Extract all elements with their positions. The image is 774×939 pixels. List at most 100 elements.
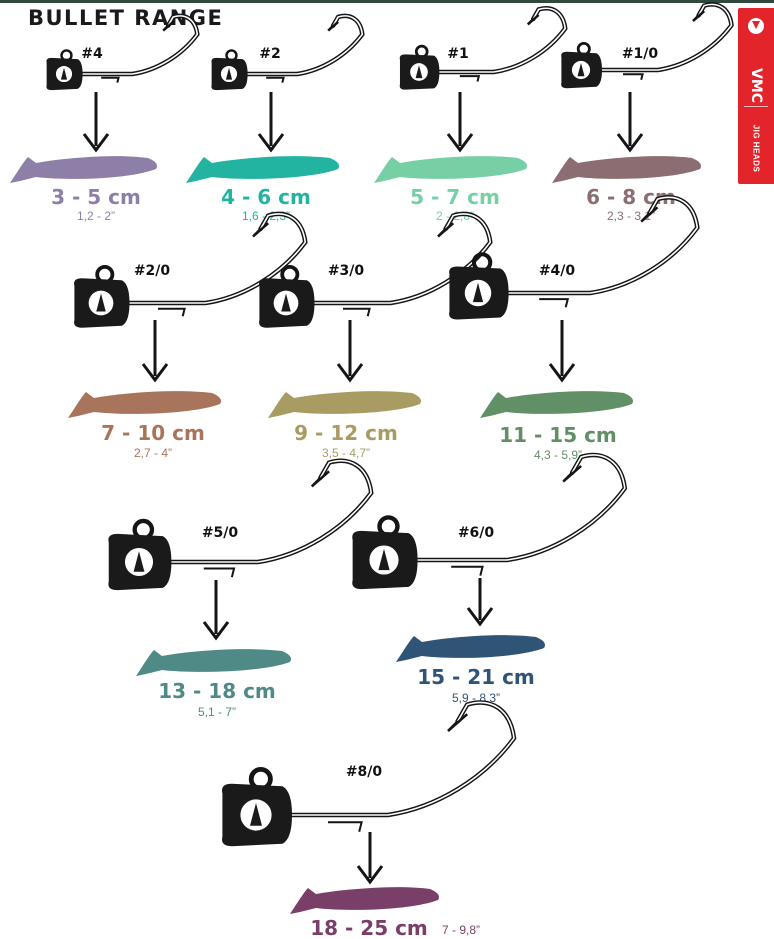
hook-barb	[310, 470, 330, 488]
bait-keeper	[539, 298, 570, 308]
bait-keeper	[203, 567, 236, 578]
hook-wire-highlight	[255, 701, 515, 816]
inch-range-label: 7 - 9,8”	[442, 923, 480, 937]
hook-wire-highlight	[285, 213, 492, 304]
soft-bait-shad	[10, 156, 157, 183]
hook-size-label: #1/0	[622, 46, 659, 62]
jig-eye-pupil	[60, 67, 68, 80]
hook-wire-highlight	[228, 15, 364, 75]
arrow-down-icon	[336, 363, 364, 383]
hook-barb	[437, 222, 455, 238]
arrow-down-icon	[141, 363, 169, 383]
top-rule	[0, 0, 774, 3]
cm-range-label: 13 - 18 cm	[158, 679, 276, 703]
jig-eye-pupil	[378, 548, 390, 571]
jig-item: #2/0 7 - 10 cm2,7 - 4”	[68, 211, 308, 460]
bait-keeper	[328, 821, 363, 833]
jig-item: #43 - 5 cm1,2 - 2”	[10, 13, 200, 223]
cm-range-label: 9 - 12 cm	[294, 421, 398, 445]
soft-bait-shad	[290, 887, 439, 914]
jig-item: #8/0 18 - 25 cm 7 - 9,8”	[222, 700, 517, 939]
brand-divider	[744, 106, 768, 107]
jig-item: #3/0 9 - 12 cm3,5 - 4,7”	[259, 211, 493, 460]
hook-size-label: #8/0	[346, 764, 383, 780]
inch-range-label: 3,5 - 4,7”	[322, 446, 370, 460]
arrow-down-icon	[82, 133, 110, 153]
soft-bait-shad	[68, 391, 221, 418]
bait-keeper	[343, 307, 371, 317]
hook-wire	[61, 13, 200, 77]
inch-range-label: 4,3 - 5,9”	[534, 448, 582, 462]
hook-size-label: #4/0	[539, 263, 576, 279]
jig-eye-pupil	[415, 65, 423, 79]
brand-logo-icon	[748, 18, 764, 34]
hook-size-label: #2/0	[134, 263, 171, 279]
soft-bait-shad	[480, 391, 633, 418]
hook-barb	[562, 464, 582, 483]
hook-barb	[327, 20, 339, 32]
arrow-down-icon	[202, 621, 230, 641]
bait-keeper	[623, 73, 644, 81]
jig-item: #1/06 - 8 cm2,3 - 3,1”	[552, 2, 734, 223]
jig-item: #24 - 6 cm1,6 - 2,3”	[186, 13, 365, 223]
hook-wire-highlight	[418, 7, 567, 73]
cm-range-label: 18 - 25 cm	[310, 916, 428, 939]
arrow-down-icon	[616, 133, 644, 153]
arrow-down-icon	[356, 865, 384, 885]
hook-size-label: #3/0	[328, 263, 365, 279]
cm-range-label: 15 - 21 cm	[417, 665, 535, 689]
cm-range-label: 3 - 5 cm	[51, 185, 141, 209]
soft-bait-shad	[186, 156, 339, 183]
bait-keeper	[101, 76, 120, 83]
hook-size-label: #2	[259, 46, 280, 62]
hook-wire	[416, 6, 568, 75]
hook-size-label: #6/0	[458, 525, 495, 541]
hook-barb	[252, 222, 270, 238]
arrow-down-icon	[466, 607, 494, 627]
jig-eye-pupil	[250, 803, 262, 826]
hook-barb	[526, 13, 540, 26]
hook-wire	[136, 458, 374, 565]
arrow-down-icon	[446, 133, 474, 153]
bait-keeper	[451, 565, 484, 576]
inch-range-label: 5,1 - 7”	[198, 705, 236, 719]
hook-wire-highlight	[477, 196, 699, 294]
soft-bait-shad	[268, 391, 421, 418]
hook-wire-highlight	[383, 454, 626, 561]
cm-range-label: 5 - 7 cm	[410, 185, 500, 209]
arrow-down-icon	[548, 363, 576, 383]
jig-item: #5/0 13 - 18 cm 5,1 - 7”	[108, 458, 374, 719]
bait-keeper	[158, 307, 186, 317]
arrow-down-icon	[257, 133, 285, 153]
hook-barb	[692, 10, 706, 22]
hook-size-label: #1	[447, 46, 468, 62]
jig-item: #6/015 - 21 cm5,9 - 8,3”	[352, 452, 628, 705]
hook-barb	[640, 206, 659, 223]
hook-wire	[253, 700, 517, 818]
hook-wire	[226, 13, 365, 77]
soft-bait-shad	[374, 156, 527, 183]
jig-item: #4/0 11 - 15 cm4,3 - 5,9”	[449, 195, 700, 462]
hook-size-label: #5/0	[202, 525, 239, 541]
cm-range-label: 7 - 10 cm	[101, 421, 205, 445]
inch-range-label: 1,2 - 2”	[77, 209, 115, 223]
hook-wire-highlight	[580, 3, 733, 71]
soft-bait-shad	[396, 635, 545, 662]
jig-item: #15 - 7 cm2 - 2,8”	[374, 6, 568, 223]
hook-wire-highlight	[138, 460, 373, 563]
cm-range-label: 11 - 15 cm	[499, 423, 617, 447]
soft-bait-shad	[552, 156, 701, 183]
jig-eye-pupil	[96, 293, 106, 312]
hook-wire-highlight	[63, 15, 199, 75]
bait-keeper	[266, 76, 285, 83]
jig-eye-pupil	[133, 551, 145, 572]
jig-eye-pupil	[225, 67, 233, 80]
jig-eye-pupil	[577, 63, 585, 77]
jig-eye-pupil	[472, 282, 484, 303]
hook-wire-highlight	[100, 213, 307, 304]
hook-wire	[381, 452, 628, 563]
bait-keeper	[459, 75, 481, 82]
inch-range-label: 2,7 - 4”	[134, 446, 172, 460]
hook-wire	[475, 195, 700, 296]
